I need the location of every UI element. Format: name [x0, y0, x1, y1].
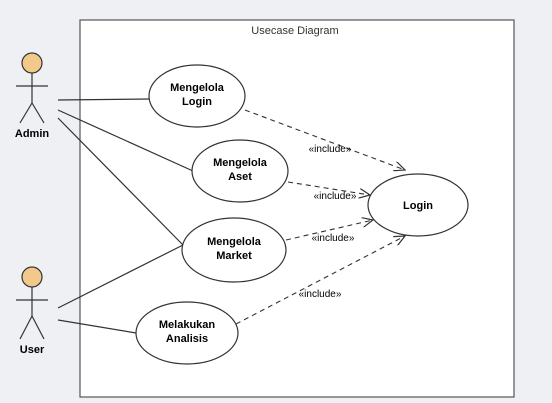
- usecase-melakukan-analisis[interactable]: Melakukan Analisis: [135, 301, 239, 365]
- association-user-uc3: [57, 244, 184, 309]
- actor-admin-label: Admin: [15, 128, 50, 140]
- usecase-mengelola-market-line1: Mengelola: [207, 236, 262, 248]
- usecase-mengelola-aset-shape: [191, 139, 289, 203]
- actor-admin-figure: [16, 52, 48, 124]
- usecase-mengelola-market-shape: [181, 217, 287, 283]
- usecase-mengelola-login-line2: Login: [182, 96, 212, 108]
- include-arrow-uc3: [285, 220, 373, 241]
- actor-user-label: User: [20, 344, 45, 356]
- usecase-mengelola-aset-line1: Mengelola: [213, 157, 268, 169]
- usecase-mengelola-login-shape: [148, 64, 246, 128]
- association-admin-uc1: [57, 98, 150, 101]
- usecase-melakukan-analisis-line2: Analisis: [166, 333, 208, 345]
- actor-admin[interactable]: Admin: [15, 52, 50, 140]
- usecase-login-shape: [367, 173, 469, 237]
- usecase-mengelola-login[interactable]: Mengelola Login: [148, 64, 246, 128]
- include-label-uc4: «include»: [299, 289, 342, 300]
- usecase-mengelola-aset[interactable]: Mengelola Aset: [191, 139, 289, 203]
- usecase-mengelola-aset-line2: Aset: [228, 171, 252, 183]
- include-label-uc3: «include»: [312, 233, 355, 244]
- usecase-login[interactable]: Login: [367, 173, 469, 237]
- include-label-uc1: «include»: [309, 144, 352, 155]
- association-admin-uc2: [57, 109, 194, 172]
- association-user-uc4: [57, 319, 137, 334]
- usecase-mengelola-market[interactable]: Mengelola Market: [181, 217, 287, 283]
- include-arrow-uc2: [287, 181, 370, 195]
- usecase-mengelola-login-line1: Mengelola: [170, 82, 225, 94]
- usecase-melakukan-analisis-line1: Melakukan: [159, 319, 216, 331]
- usecase-melakukan-analisis-shape: [135, 301, 239, 365]
- usecase-login-label: Login: [403, 200, 433, 212]
- include-arrow-uc4: [235, 236, 405, 325]
- association-lines: [57, 98, 194, 334]
- include-arrow-uc1: [244, 109, 405, 170]
- include-label-uc2: «include»: [314, 191, 357, 202]
- actor-user-figure: [16, 266, 48, 340]
- usecase-mengelola-market-line2: Market: [216, 250, 252, 262]
- actor-user[interactable]: User: [16, 266, 48, 356]
- system-boundary-title: Usecase Diagram: [251, 25, 338, 37]
- include-dependencies: «include» «include» «include» «include»: [235, 109, 405, 325]
- association-admin-uc3: [57, 117, 184, 246]
